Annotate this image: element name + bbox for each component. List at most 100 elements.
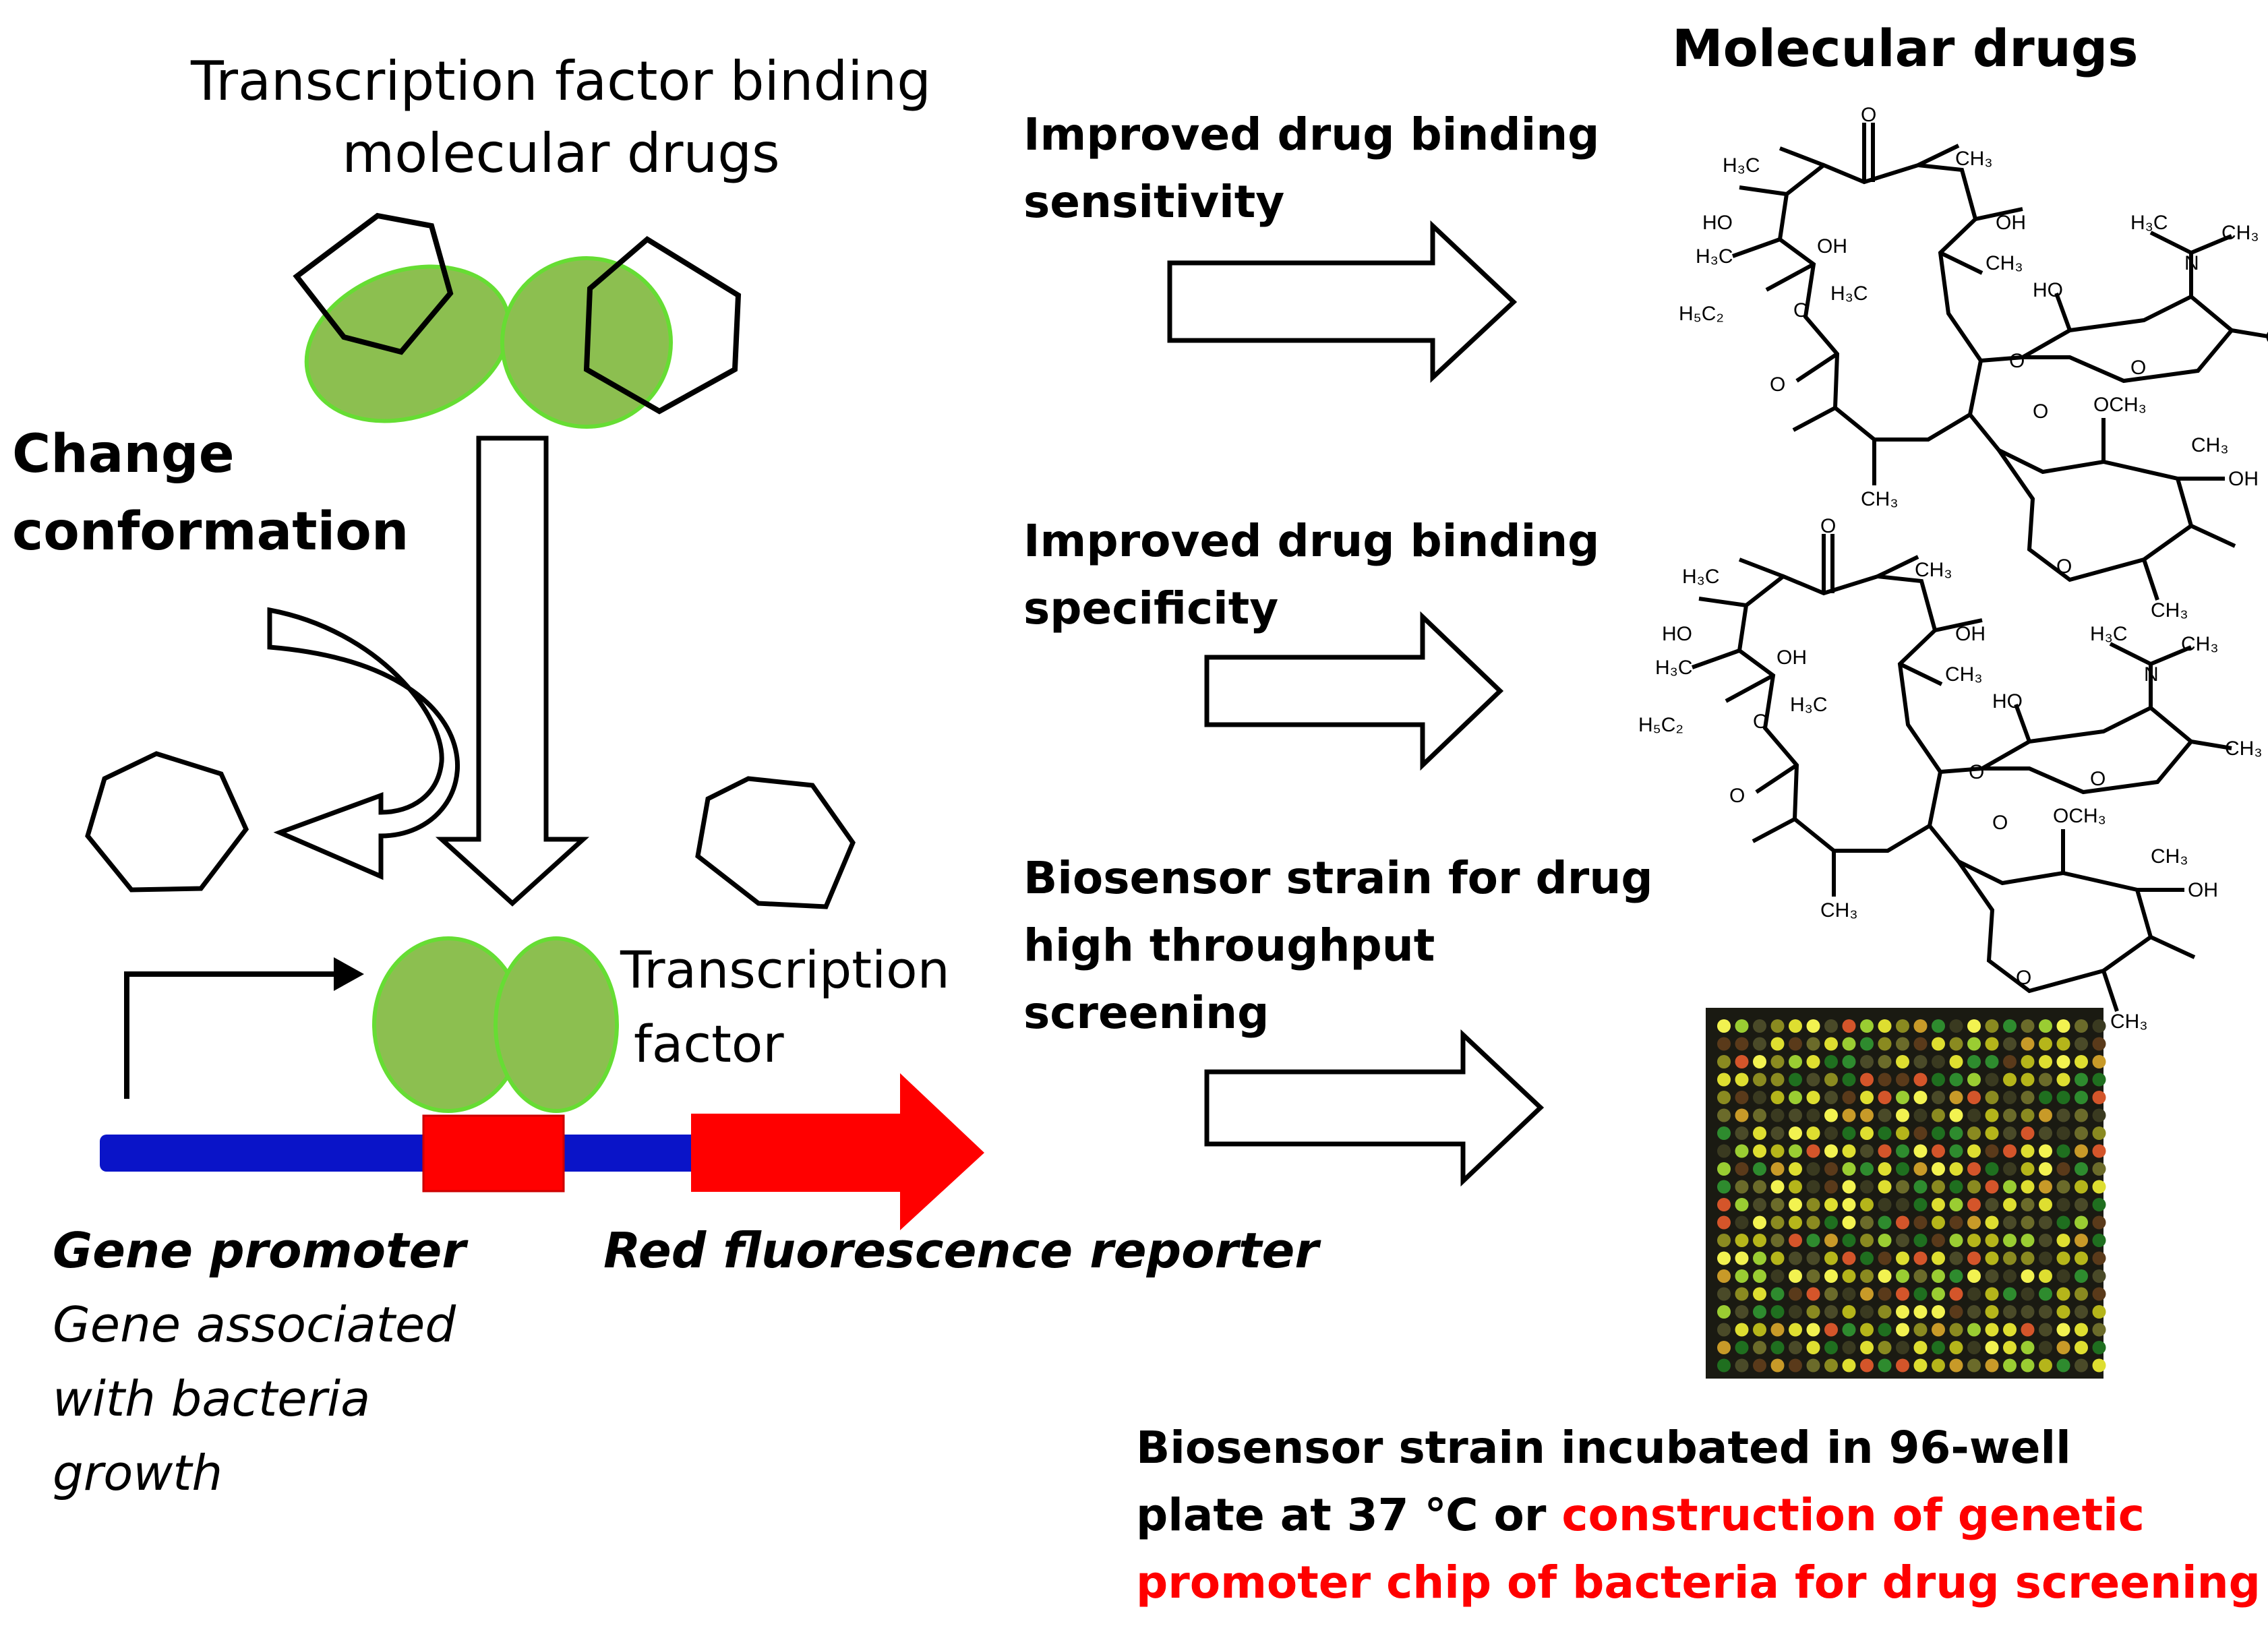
microarray-spot (1878, 1305, 1892, 1319)
erythromycin-structure-bottom: O H₃C CH₃ HO OH H₃C OH CH₃ H₅C₂ O H₃C O … (1638, 515, 2263, 1033)
microarray-spot (1824, 1251, 1838, 1265)
microarray-spot (1878, 1073, 1892, 1087)
microarray-spot (1753, 1037, 1766, 1051)
microarray-spot (1770, 1234, 1785, 1247)
microarray-spot (1824, 1073, 1838, 1087)
mol1-label-ch3-bottom: CH₃ (1861, 488, 1899, 510)
microarray-spot (1735, 1108, 1749, 1122)
mol2-label-n: N (2144, 663, 2159, 686)
microarray-spot (1985, 1073, 1999, 1087)
microarray-spot (1932, 1215, 1945, 1230)
microarray-spot (1985, 1055, 1999, 1068)
microarray-spot (2092, 1323, 2106, 1337)
microarray-spot (1753, 1091, 1766, 1104)
microarray-spot (1896, 1323, 1909, 1337)
microarray-spot (1753, 1305, 1766, 1319)
microarray-spot (1753, 1073, 1766, 1087)
microarray-spot (2021, 1234, 2035, 1247)
microarray-spot (1824, 1269, 1838, 1283)
microarray-spot (1932, 1198, 1945, 1211)
microarray-spot (1913, 1269, 1928, 1283)
biosensor-line3: screening (1023, 987, 1269, 1039)
microarray-spot (1967, 1198, 1981, 1211)
microarray-spot (1824, 1019, 1838, 1033)
microarray-spot (2056, 1234, 2070, 1247)
microarray-spot (1806, 1180, 1820, 1194)
microarray-spot (1860, 1019, 1874, 1033)
change-conformation-line1: Change (12, 424, 235, 485)
microarray-spot (1878, 1091, 1892, 1104)
microarray-spot (1932, 1323, 1945, 1337)
microarray-spot (1824, 1358, 1838, 1373)
microarray-spot (2092, 1037, 2106, 1051)
microarray-spot (2092, 1198, 2106, 1211)
microarray-spot (1896, 1215, 1909, 1230)
microarray-spot (1753, 1341, 1766, 1354)
microarray-spot (1949, 1341, 1963, 1354)
microarray-spot (1806, 1269, 1820, 1283)
mol1-label-o-sugar1: O (2130, 357, 2146, 379)
microarray-spot (1735, 1180, 1749, 1194)
mol2-label-o-carbonyl: O (1729, 785, 1745, 807)
microarray-spot (2092, 1234, 2106, 1247)
mol2-label-o-link2: O (1992, 812, 2008, 834)
microarray-spot (1878, 1269, 1892, 1283)
microarray-spot (1789, 1180, 1802, 1194)
promoter-arrowhead (334, 957, 364, 991)
caption-line2: plate at 37 ℃ or construction of genetic (1136, 1489, 2145, 1541)
microarray-spot (2039, 1037, 2052, 1051)
microarray-spot (1878, 1037, 1892, 1051)
microarray-spot (1824, 1323, 1838, 1337)
microarray-spot (1735, 1144, 1749, 1158)
microarray-spot (1824, 1126, 1838, 1140)
free-drug-hexagon-right (695, 776, 856, 909)
microarray-spot (1932, 1269, 1945, 1283)
microarray-spot (1789, 1234, 1802, 1247)
microarray-spot (1896, 1091, 1909, 1104)
microarray-spot (2075, 1162, 2088, 1176)
microarray-spot (1753, 1198, 1766, 1211)
microarray-spot (2003, 1341, 2017, 1354)
microarray-spot (1913, 1037, 1928, 1051)
microarray-spot (1842, 1055, 1856, 1068)
microarray-spot (1896, 1358, 1909, 1373)
microarray-spot (1824, 1305, 1838, 1319)
microarray-spot (1735, 1251, 1749, 1265)
microarray-spot (1735, 1091, 1749, 1104)
microarray-spot (1770, 1019, 1785, 1033)
microarray-spot (2021, 1305, 2035, 1319)
microarray-spot (1735, 1037, 1749, 1051)
microarray-spot (1789, 1358, 1802, 1373)
microarray-spot (1949, 1055, 1963, 1068)
microarray-spot (2003, 1198, 2017, 1211)
microarray-spot (1967, 1269, 1981, 1283)
microarray-spot (1878, 1251, 1892, 1265)
microarray-spot (1806, 1162, 1820, 1176)
microarray-spot (1789, 1162, 1802, 1176)
microarray-spot (2003, 1269, 2017, 1283)
microarray-spot (1842, 1073, 1856, 1087)
microarray-spot (1842, 1144, 1856, 1158)
microarray-spot (1806, 1108, 1820, 1122)
microarray-spot (2092, 1126, 2106, 1140)
mol1-label-h3c-n: H₃C (2130, 212, 2168, 234)
microarray-spot (2003, 1215, 2017, 1230)
microarray-spots (1717, 1019, 2106, 1373)
microarray-spot (1967, 1091, 1981, 1104)
microarray-spot (1753, 1019, 1766, 1033)
microarray-spot (2075, 1251, 2088, 1265)
microarray-spot (1842, 1251, 1856, 1265)
mol2-label-o-top: O (1820, 515, 1836, 537)
microarray-spot (2021, 1108, 2035, 1122)
microarray-spot (1842, 1126, 1856, 1140)
caption-line3: promoter chip of bacteria for drug scree… (1136, 1557, 2261, 1608)
microarray-spot (1824, 1198, 1838, 1211)
microarray-spot (1770, 1305, 1785, 1319)
microarray-spot (1985, 1323, 1999, 1337)
mol1-label-oh-sugar2: OH (2228, 468, 2259, 490)
microarray-spot (2075, 1358, 2088, 1373)
microarray-spot (1932, 1341, 1945, 1354)
microarray-spot (1967, 1180, 1981, 1194)
microarray-spot (1913, 1251, 1928, 1265)
mol2-label-oh-sugar2: OH (2188, 879, 2218, 901)
